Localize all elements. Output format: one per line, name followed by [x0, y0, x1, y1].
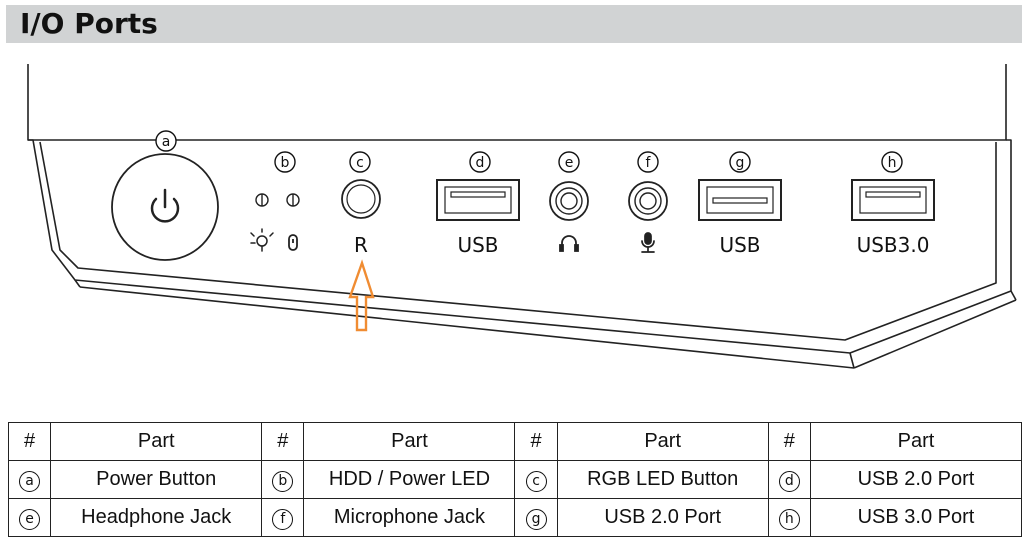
callout-d: d [469, 151, 491, 173]
callout-f: f [637, 151, 659, 173]
part-name: Power Button [50, 460, 263, 499]
callout-a: a [155, 130, 177, 152]
part-name: USB 2.0 Port [556, 498, 769, 537]
headphone-jack[interactable] [549, 181, 589, 252]
part-name: Headphone Jack [50, 498, 263, 537]
svg-text:f: f [646, 155, 652, 171]
usb3-h-label: USB3.0 [857, 233, 930, 257]
case-outline [27, 64, 1017, 369]
header-part: Part [50, 422, 263, 461]
header-part: Part [303, 422, 516, 461]
callout-b: b [274, 151, 296, 173]
part-name: RGB LED Button [556, 460, 769, 499]
parts-table: # Part # Part # Part # Part a Power Butt… [7, 422, 1023, 537]
rgb-led-button[interactable]: R [341, 179, 381, 257]
part-name: USB 3.0 Port [809, 498, 1023, 537]
microphone-icon [641, 232, 655, 253]
part-id: h [778, 508, 800, 530]
part-id: b [272, 470, 294, 492]
part-id: g [525, 508, 547, 530]
callout-e: e [558, 151, 580, 173]
hdd-power-led [250, 193, 300, 252]
io-panel-diagram: a b c d e f g h [27, 64, 1017, 369]
up-arrow-icon [348, 259, 375, 332]
table-header-row: # Part # Part # Part # Part [7, 422, 1023, 461]
headphone-icon [559, 235, 579, 252]
part-name: USB 2.0 Port [809, 460, 1023, 499]
led-indicator-left [255, 193, 269, 207]
header-num: # [514, 422, 558, 461]
table-row: e Headphone Jack f Microphone Jack g USB… [7, 498, 1023, 537]
svg-text:b: b [281, 155, 290, 171]
title-bar: I/O Ports [6, 5, 1022, 43]
page-title: I/O Ports [20, 7, 158, 40]
power-led-icon [250, 228, 274, 252]
part-id: d [778, 470, 800, 492]
callout-h: h [881, 151, 903, 173]
usb-2-port-g[interactable]: USB [698, 179, 782, 257]
power-icon [150, 188, 180, 223]
callout-labels: a b c d e f g h [155, 130, 903, 173]
table-row: a Power Button b HDD / Power LED c RGB L… [7, 460, 1023, 499]
header-num: # [261, 422, 305, 461]
usb-d-label: USB [457, 233, 498, 257]
header-part: Part [809, 422, 1023, 461]
hdd-activity-icon [288, 234, 298, 251]
part-name: HDD / Power LED [303, 460, 516, 499]
part-id: c [525, 470, 547, 492]
part-name: Microphone Jack [303, 498, 516, 537]
power-button[interactable] [111, 153, 219, 261]
svg-text:h: h [888, 155, 897, 171]
header-num: # [7, 422, 52, 461]
header-num: # [767, 422, 811, 461]
svg-text:c: c [356, 155, 364, 171]
callout-g: g [729, 151, 751, 173]
usb-2-port-d[interactable]: USB [436, 179, 520, 257]
part-id: f [272, 508, 294, 530]
header-part: Part [556, 422, 769, 461]
callout-a-letter: a [162, 134, 171, 150]
svg-text:g: g [736, 155, 745, 171]
callout-c: c [349, 151, 371, 173]
led-indicator-right [286, 193, 300, 207]
svg-text:d: d [476, 155, 485, 171]
part-id: e [19, 508, 41, 530]
usb-g-label: USB [719, 233, 760, 257]
rgb-button-label: R [354, 233, 368, 257]
microphone-jack[interactable] [628, 181, 668, 253]
part-id: a [19, 470, 41, 492]
svg-text:e: e [565, 155, 574, 171]
usb-3-port-h[interactable]: USB3.0 [851, 179, 935, 257]
